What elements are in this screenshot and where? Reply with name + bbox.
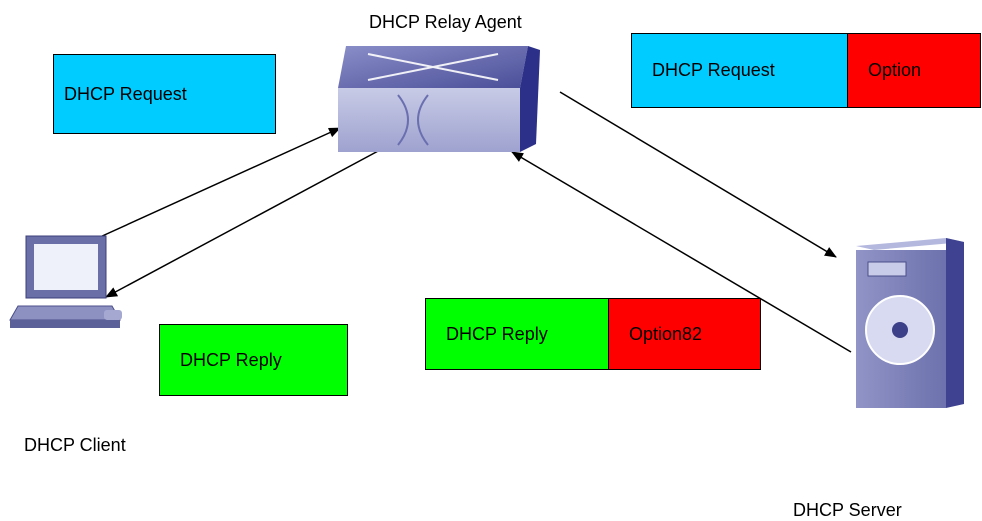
relay-reply-message: DHCP Reply Option82 xyxy=(425,298,761,370)
computer-icon xyxy=(9,235,122,328)
option-part: Option xyxy=(847,33,981,108)
relay-agent-label: DHCP Relay Agent xyxy=(369,12,522,32)
relay-request-message: DHCP Request Option xyxy=(631,33,981,108)
option82-part: Option82 xyxy=(608,298,761,370)
arrow-server-to-relay xyxy=(511,151,852,353)
reply-part: DHCP Reply xyxy=(425,298,609,370)
server-icon xyxy=(856,238,964,408)
server-label: DHCP Server xyxy=(793,500,902,520)
arrow-relay-to-server xyxy=(559,91,837,258)
client-reply-message: DHCP Reply xyxy=(159,324,348,396)
request-part: DHCP Request xyxy=(631,33,848,108)
client-request-message: DHCP Request xyxy=(53,54,276,134)
arrow-relay-to-client xyxy=(105,149,381,298)
client-label: DHCP Client xyxy=(24,435,126,455)
switch-icon xyxy=(338,46,540,152)
arrow-client-to-relay xyxy=(99,127,341,238)
